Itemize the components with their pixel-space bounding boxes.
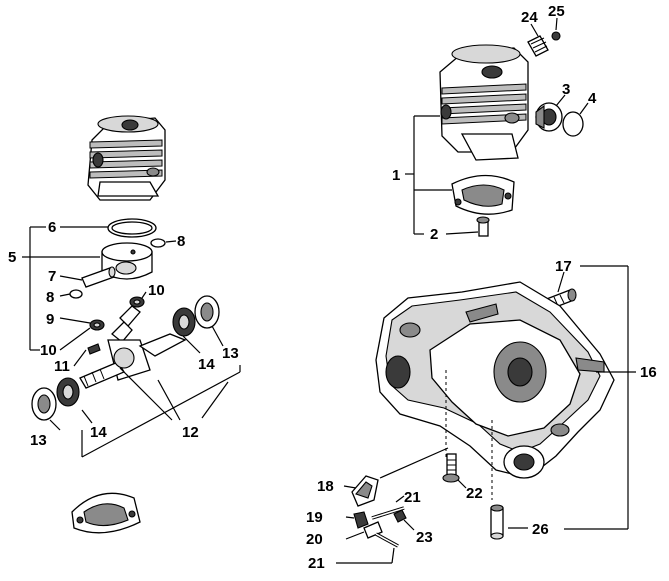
- brake-nut: [393, 509, 407, 523]
- callout-26: 26: [532, 521, 549, 538]
- callout-18: 18: [317, 478, 334, 495]
- piston-pin: [81, 266, 116, 288]
- valve-cap: [551, 31, 561, 41]
- callout-7: 7: [48, 268, 56, 285]
- brake-lever: [351, 475, 379, 507]
- callout-17: 17: [555, 258, 572, 275]
- callout-12: 12: [182, 424, 199, 441]
- spring-clip: [353, 511, 369, 529]
- cylinder-right: [439, 44, 529, 161]
- callout-9: 9: [46, 311, 54, 328]
- callout-16: 16: [640, 364, 657, 381]
- callout-10: 10: [40, 342, 57, 359]
- callout-22: 22: [466, 485, 483, 502]
- callout-21: 21: [404, 489, 421, 506]
- callout-10: 10: [148, 282, 165, 299]
- intake-gasket: [562, 111, 584, 137]
- cylinder-left: [87, 115, 166, 201]
- callout-4: 4: [588, 90, 597, 107]
- callout-20: 20: [306, 531, 323, 548]
- crankcase-half-right: [451, 174, 515, 215]
- circlip-right: [150, 238, 166, 248]
- circlip-left: [69, 289, 83, 299]
- crankshaft: [79, 305, 187, 389]
- intake-flange: [535, 102, 563, 132]
- spacer-sleeve: [490, 504, 504, 540]
- crankcase-half-left: [71, 492, 141, 534]
- crankcase-bolt: [442, 453, 460, 483]
- callout-14: 14: [198, 356, 215, 373]
- callout-8: 8: [177, 233, 185, 250]
- bolt: [476, 216, 490, 237]
- callout-2: 2: [430, 226, 438, 243]
- brake-pivot: [363, 521, 383, 539]
- callout-1: 1: [392, 167, 400, 184]
- callout-14: 14: [90, 424, 107, 441]
- crankcase: [375, 281, 615, 500]
- callout-13: 13: [222, 345, 239, 362]
- callout-23: 23: [416, 529, 433, 546]
- callout-25: 25: [548, 3, 565, 20]
- callout-11: 11: [54, 358, 70, 375]
- callout-6: 6: [48, 219, 56, 236]
- callout-5: 5: [8, 249, 16, 266]
- callout-21: 21: [308, 555, 325, 572]
- piston: [101, 242, 153, 280]
- callout-8: 8: [46, 289, 54, 306]
- callout-24: 24: [521, 9, 538, 26]
- callout-19: 19: [306, 509, 323, 526]
- callout-3: 3: [562, 81, 570, 98]
- callout-13: 13: [30, 432, 47, 449]
- woodruff-key: [87, 343, 101, 355]
